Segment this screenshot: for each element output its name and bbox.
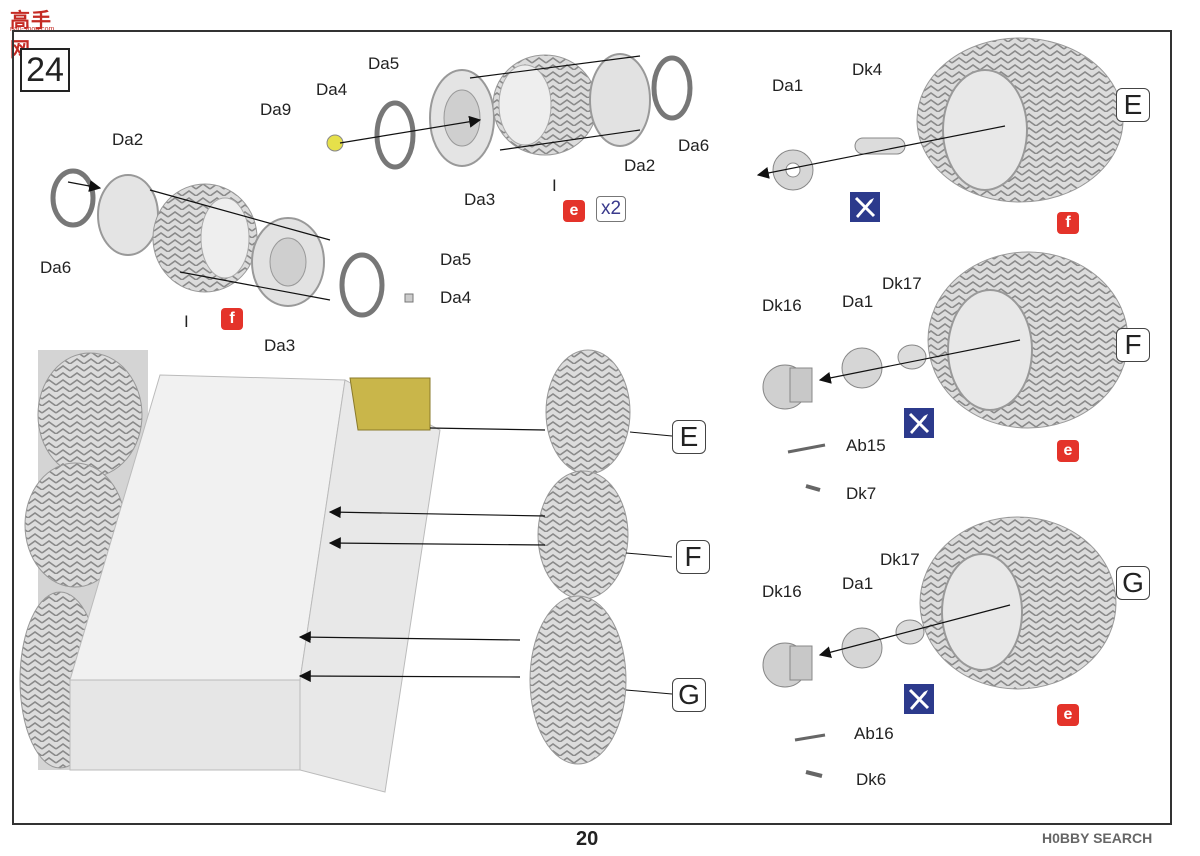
label-dk4: Dk4 <box>852 60 883 79</box>
watermark-url: nan-shou.com <box>10 26 55 33</box>
assembly-f <box>762 251 1129 492</box>
badge-f-e: f <box>1057 212 1079 234</box>
callout-g-hull: G <box>672 678 706 712</box>
callout-g-right: G <box>1116 566 1150 600</box>
label-da4-left: Da4 <box>440 288 472 307</box>
hull-assembly <box>19 349 673 793</box>
label-dk16-g: Dk16 <box>762 582 802 601</box>
assembly-e <box>756 37 1124 203</box>
callout-e-hull: E <box>672 420 706 454</box>
label-ab15: Ab15 <box>846 436 886 455</box>
label-dk17-f: Dk17 <box>882 274 922 293</box>
label-da6-left: Da6 <box>40 258 72 277</box>
label-da3-left: Da3 <box>264 336 296 355</box>
badge-e-f: e <box>1057 440 1079 462</box>
hobby-search-logo: H0BBY SEARCH <box>1042 830 1153 846</box>
callout-e-right: E <box>1116 88 1150 122</box>
label-i-top: I <box>552 176 557 195</box>
badge-e-g: e <box>1057 704 1079 726</box>
label-dk17-g: Dk17 <box>880 550 920 569</box>
badge-e-top: e <box>563 200 585 222</box>
knife-icon <box>904 408 934 438</box>
assembly-g <box>762 516 1117 778</box>
label-da5-top: Da5 <box>368 54 400 73</box>
page-frame <box>12 30 1172 825</box>
label-da3-top: Da3 <box>464 190 496 209</box>
label-da2-left: Da2 <box>112 130 144 149</box>
label-da5-left: Da5 <box>440 250 472 269</box>
label-da1-e: Da1 <box>772 76 804 95</box>
label-da2-top: Da2 <box>624 156 656 175</box>
exploded-wheel-top <box>326 53 693 170</box>
knife-icon <box>850 192 880 222</box>
knife-icon <box>904 684 934 714</box>
label-i-left: I <box>184 312 189 331</box>
page-number: 20 <box>576 828 599 850</box>
exploded-wheel-left <box>50 168 414 318</box>
callout-f-right: F <box>1116 328 1150 362</box>
step-number: 24 <box>20 48 70 92</box>
callout-f-hull: F <box>676 540 710 574</box>
label-dk16-f: Dk16 <box>762 296 802 315</box>
label-ab16: Ab16 <box>854 724 894 743</box>
label-da1-f: Da1 <box>842 292 874 311</box>
badge-f-left: f <box>221 308 243 330</box>
label-dk7: Dk7 <box>846 484 877 503</box>
quantity-badge: x2 <box>596 196 627 222</box>
label-dk6: Dk6 <box>856 770 887 789</box>
label-da4-top: Da4 <box>316 80 348 99</box>
label-da6-top: Da6 <box>678 136 710 155</box>
label-da1-g: Da1 <box>842 574 874 593</box>
label-da9: Da9 <box>260 100 292 119</box>
